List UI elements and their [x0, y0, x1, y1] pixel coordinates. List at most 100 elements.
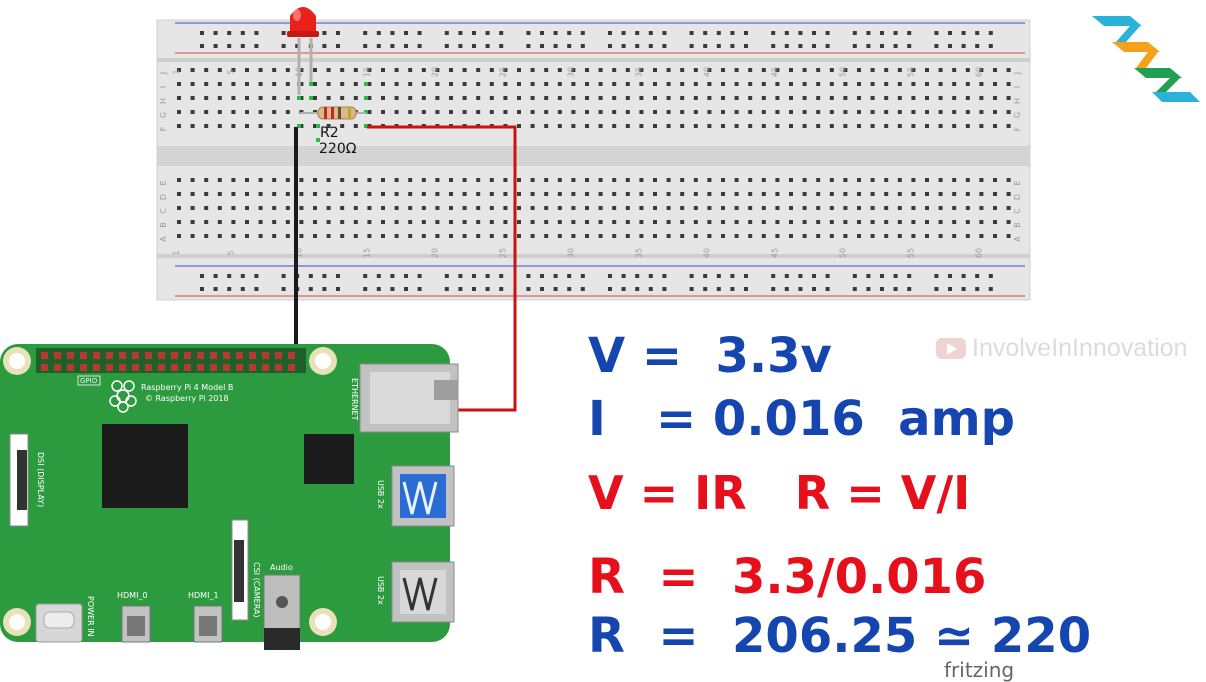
column-number-label: 25 — [498, 248, 507, 258]
usb-label-bottom: USB 2x — [376, 576, 385, 605]
led — [287, 7, 319, 95]
gpio-pin — [288, 352, 295, 359]
column-number-label: 45 — [770, 248, 779, 258]
gpio-label: GPIO — [80, 377, 98, 385]
gpio-pin — [158, 352, 165, 359]
hdmi0-label: HDMI_0 — [117, 591, 148, 600]
row-letter-label: H — [159, 98, 168, 104]
column-number-label: 35 — [634, 67, 643, 77]
gpio-pin — [223, 352, 230, 359]
gpio-pin — [41, 352, 48, 359]
raspberry-pi-board: GPIO Raspberry Pi 4 Model B © Raspberry … — [0, 344, 459, 650]
row-letter-label: I — [159, 86, 168, 88]
resistor-value-label: 220Ω — [319, 141, 357, 157]
row-letter-label: G — [1013, 112, 1022, 118]
audio-label: Audio — [270, 563, 293, 572]
gpio-pin — [106, 352, 113, 359]
gpio-pin — [262, 364, 269, 371]
row-letter-label: J — [159, 72, 168, 75]
equation-current: I = 0.016 amp — [588, 391, 1015, 447]
hdmi1-label: HDMI_1 — [188, 591, 219, 600]
pi-copyright-text: © Raspberry Pi 2018 — [145, 394, 229, 403]
equation-resistance-result: R = 206.25 ≃ 220 — [588, 608, 1092, 664]
gpio-pin — [41, 364, 48, 371]
gpio-pin — [119, 364, 126, 371]
gpio-pin — [80, 364, 87, 371]
row-letter-label: B — [1013, 222, 1022, 228]
channel-logo-icon — [1092, 16, 1200, 102]
column-number-label: 55 — [906, 248, 915, 258]
row-letter-label: G — [159, 112, 168, 118]
csi-label: CSI (CAMERA) — [252, 562, 261, 618]
column-number-label: 40 — [702, 248, 711, 258]
gpio-pin — [262, 352, 269, 359]
gpio-pin — [288, 364, 295, 371]
row-letter-label: C — [159, 208, 168, 214]
column-number-label: 45 — [770, 67, 779, 77]
row-letter-label: F — [1013, 126, 1022, 131]
column-number-label: 15 — [362, 248, 371, 258]
gpio-pin — [236, 352, 243, 359]
watermark-text: InvolveInInnovation — [972, 334, 1188, 362]
row-letter-label: A — [159, 236, 168, 242]
fritzing-credit: fritzing — [944, 658, 1015, 682]
usb-label-top: USB 2x — [376, 480, 385, 509]
gpio-pin — [249, 352, 256, 359]
dsi-label: DSI (DISPLAY) — [36, 452, 45, 507]
equation-voltage: V = 3.3v — [588, 328, 832, 384]
resistor-name-label: R2 — [320, 125, 339, 141]
youtube-icon — [936, 338, 966, 359]
column-number-label: 50 — [838, 248, 847, 258]
gpio-pin — [80, 352, 87, 359]
gpio-pin — [197, 364, 204, 371]
gpio-pin — [132, 352, 139, 359]
pi-model-text: Raspberry Pi 4 Model B — [141, 383, 233, 392]
gpio-pin — [106, 364, 113, 371]
gpio-pin — [210, 364, 217, 371]
row-letter-label: I — [1013, 86, 1022, 88]
gpio-pin — [275, 364, 282, 371]
ethernet-label: ETHERNET — [350, 378, 359, 421]
gpio-pin — [249, 364, 256, 371]
gpio-pin — [184, 364, 191, 371]
gpio-pin — [275, 352, 282, 359]
breadboard: 1155101015152020252530303535404045455050… — [156, 19, 1031, 301]
channel-watermark: InvolveInInnovation — [936, 334, 1187, 363]
gpio-pin — [93, 352, 100, 359]
row-letter-label: D — [1013, 194, 1022, 200]
column-number-label: 15 — [362, 67, 371, 77]
resistor-r2: R2 220Ω — [300, 106, 366, 157]
gpio-pin — [158, 364, 165, 371]
column-number-label: 20 — [430, 248, 439, 258]
gpio-pin — [223, 364, 230, 371]
column-number-label: 25 — [498, 67, 507, 77]
gpio-pin — [210, 352, 217, 359]
column-number-label: 1 — [172, 250, 181, 255]
column-numbers: 1155101015152020252530303535404045455050… — [172, 67, 983, 258]
column-number-label: 60 — [974, 67, 983, 77]
row-letter-label: H — [1013, 98, 1022, 104]
row-letter-label: F — [159, 126, 168, 131]
equation-ohms-law: V = IR R = V/I — [588, 466, 971, 520]
breadboard-holes — [177, 31, 1011, 291]
column-number-label: 40 — [702, 67, 711, 77]
equation-resistance-calc: R = 3.3/0.016 — [588, 549, 987, 605]
column-number-label: 60 — [974, 248, 983, 258]
gpio-pin — [67, 364, 74, 371]
row-letter-label: C — [1013, 208, 1022, 214]
gpio-pin — [54, 352, 61, 359]
gpio-pin — [145, 364, 152, 371]
gpio-pin — [184, 352, 191, 359]
ram-chip — [304, 434, 354, 484]
column-number-label: 1 — [172, 69, 181, 74]
row-letter-label: J — [1013, 72, 1022, 75]
column-number-label: 10 — [294, 248, 303, 258]
soc-chip — [102, 424, 188, 508]
gpio-header — [41, 352, 295, 371]
column-number-label: 20 — [430, 67, 439, 77]
row-letter-label: E — [1013, 180, 1022, 185]
row-letter-label: E — [159, 180, 168, 185]
gpio-pin — [171, 364, 178, 371]
